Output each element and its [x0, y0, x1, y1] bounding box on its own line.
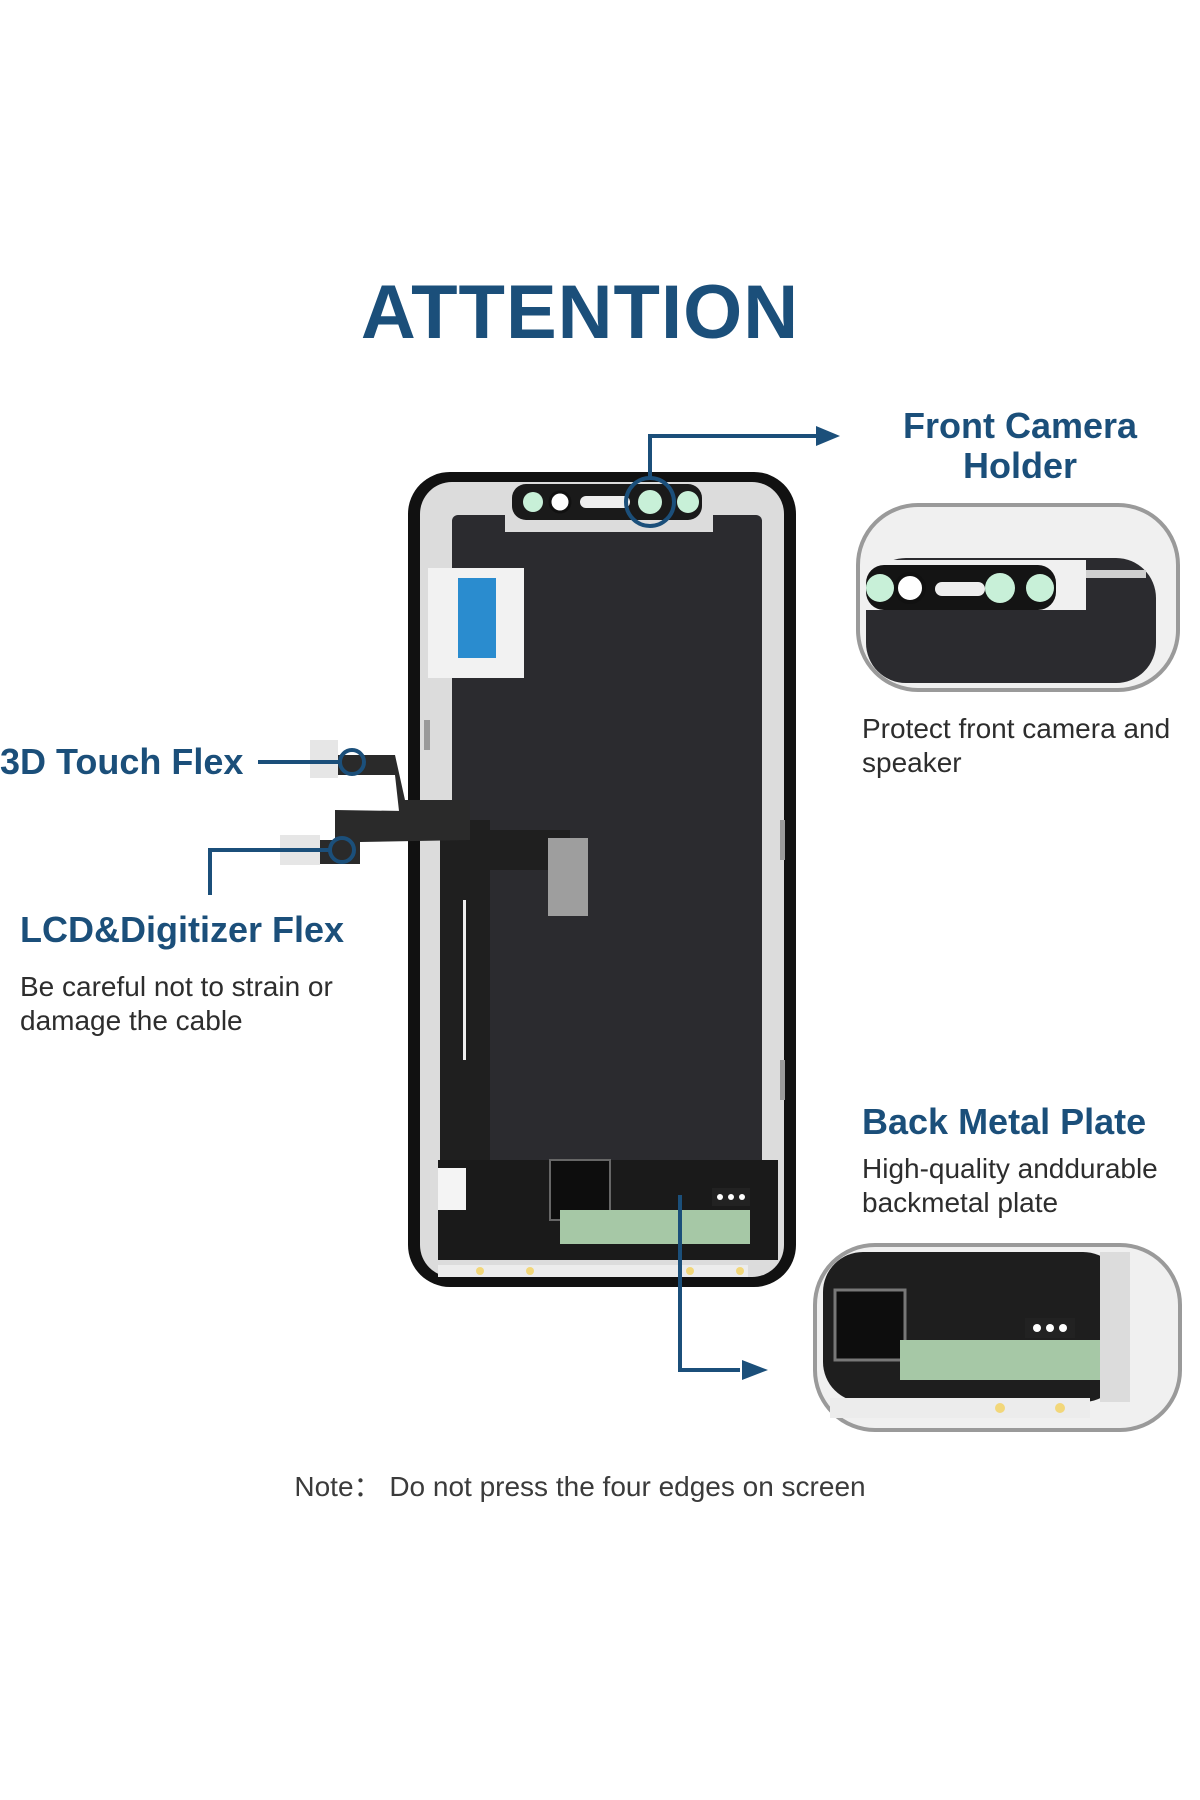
back-plate-description-line1: High-quality anddurable [862, 1153, 1158, 1184]
back-plate-pointer [678, 1195, 768, 1380]
note-text: Note： Do not press the four edges on scr… [294, 1471, 866, 1502]
front-camera-label: Front Camera Holder [895, 406, 1145, 486]
front-camera-description-line2: speaker [862, 747, 962, 778]
back-plate-description-line2: backmetal plate [862, 1187, 1059, 1218]
front-camera-zoom-detail [856, 503, 1180, 692]
front-camera-label-line1: Front Camera [902, 405, 1138, 446]
page-title: ATTENTION [360, 270, 800, 355]
lcd-flex-description-line2: damage the cable [20, 1005, 243, 1036]
lcd-flex-pointer [208, 836, 356, 895]
touch-flex-pointer [258, 748, 366, 776]
front-camera-pointer [624, 426, 840, 528]
lcd-flex-label: LCD&Digitizer Flex [20, 909, 345, 950]
back-plate-label: Back Metal Plate [862, 1101, 1147, 1142]
front-camera-description-line1: Protect front camera and [862, 713, 1171, 744]
lcd-flex-description-line1: Be careful not to strain or [20, 971, 333, 1002]
phone-screen-assembly [408, 472, 796, 1287]
back-plate-description: High-quality anddurable backmetal plate [862, 1152, 1192, 1220]
front-camera-description: Protect front camera and speaker [862, 712, 1182, 780]
lcd-flex-description: Be careful not to strain or damage the c… [20, 970, 380, 1038]
back-plate-zoom-detail [813, 1243, 1182, 1432]
front-camera-label-line2: Holder [962, 445, 1077, 486]
touch-flex-label: 3D Touch Flex [0, 741, 244, 782]
